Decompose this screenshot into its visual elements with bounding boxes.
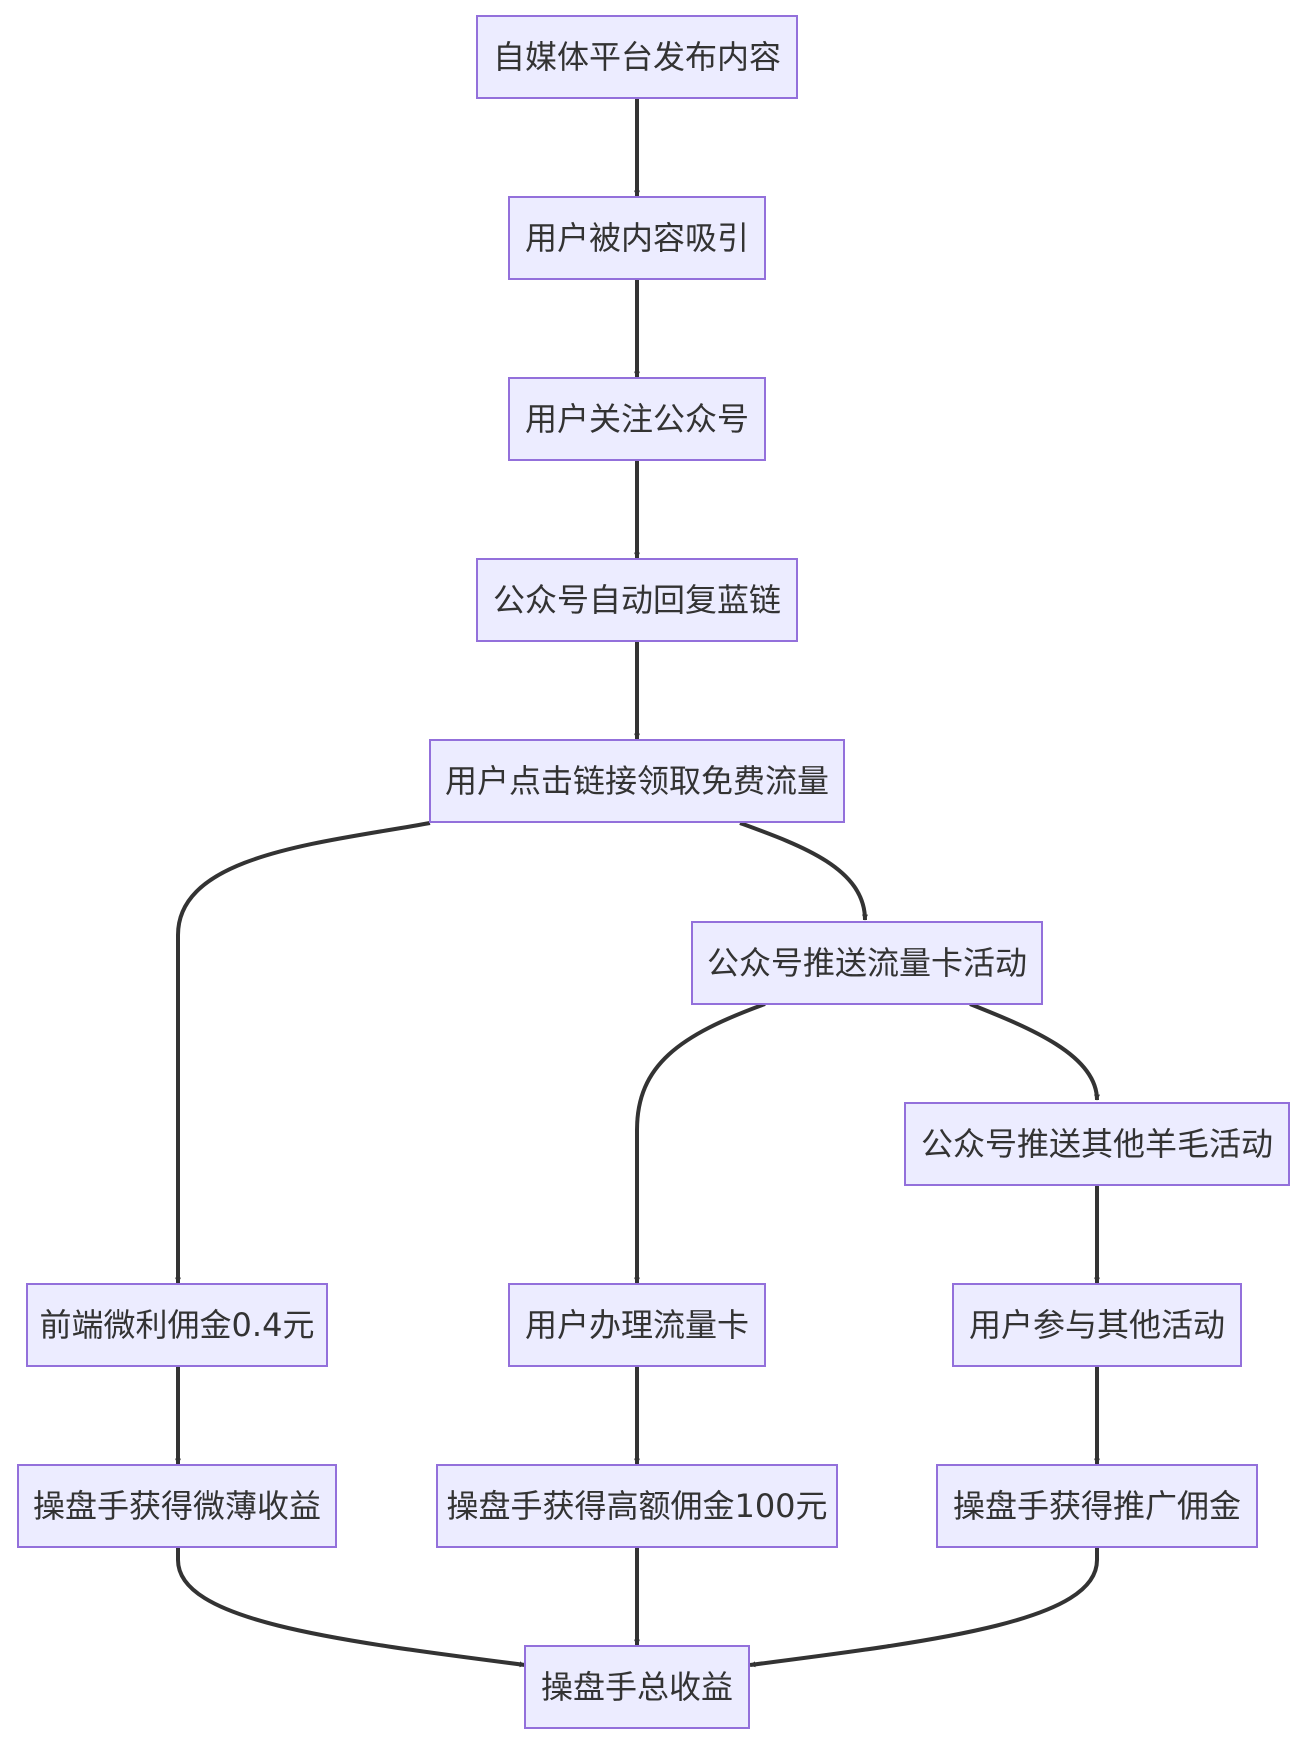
node-apply-card[interactable]: 用户办理流量卡 bbox=[508, 1283, 766, 1367]
node-label: 公众号推送流量卡活动 bbox=[707, 944, 1027, 982]
node-label: 操盘手获得微薄收益 bbox=[33, 1487, 321, 1525]
node-layer: 自媒体平台发布内容 用户被内容吸引 用户关注公众号 公众号自动回复蓝链 用户点击… bbox=[17, 15, 1290, 1729]
node-label: 公众号自动回复蓝链 bbox=[493, 581, 781, 619]
edge-n13-n14 bbox=[749, 1548, 1099, 1668]
node-user-follow[interactable]: 用户关注公众号 bbox=[508, 377, 766, 461]
node-promo-commission[interactable]: 操盘手获得推广佣金 bbox=[936, 1464, 1258, 1548]
node-high-commission[interactable]: 操盘手获得高额佣金100元 bbox=[436, 1464, 838, 1548]
node-label: 操盘手获得推广佣金 bbox=[953, 1487, 1241, 1525]
node-user-attracted[interactable]: 用户被内容吸引 bbox=[508, 196, 766, 280]
node-push-other[interactable]: 公众号推送其他羊毛活动 bbox=[904, 1102, 1290, 1186]
node-label: 用户参与其他活动 bbox=[969, 1306, 1225, 1344]
node-label: 用户点击链接领取免费流量 bbox=[445, 762, 829, 800]
edge-n5-n8 bbox=[175, 821, 431, 1284]
node-publish-content[interactable]: 自媒体平台发布内容 bbox=[476, 15, 798, 99]
node-push-data-card[interactable]: 公众号推送流量卡活动 bbox=[691, 921, 1043, 1005]
edge-n5-n6 bbox=[739, 821, 868, 921]
node-label: 用户被内容吸引 bbox=[525, 219, 749, 257]
edge-n6-n7 bbox=[969, 1002, 1100, 1101]
node-small-commission[interactable]: 前端微利佣金0.4元 bbox=[26, 1283, 328, 1367]
node-click-link[interactable]: 用户点击链接领取免费流量 bbox=[429, 739, 845, 823]
edge-n11-n14 bbox=[176, 1548, 526, 1668]
node-total-income[interactable]: 操盘手总收益 bbox=[524, 1645, 750, 1729]
node-label: 自媒体平台发布内容 bbox=[493, 38, 781, 76]
node-meager-income[interactable]: 操盘手获得微薄收益 bbox=[17, 1464, 337, 1548]
edge-layer bbox=[175, 99, 1100, 1668]
node-auto-reply[interactable]: 公众号自动回复蓝链 bbox=[476, 558, 798, 642]
node-label: 用户关注公众号 bbox=[525, 400, 749, 438]
node-label: 前端微利佣金0.4元 bbox=[40, 1306, 315, 1344]
node-label: 公众号推送其他羊毛活动 bbox=[921, 1125, 1273, 1163]
edge-n6-n9 bbox=[634, 1002, 766, 1284]
node-label: 用户办理流量卡 bbox=[525, 1306, 749, 1344]
node-label: 操盘手获得高额佣金100元 bbox=[446, 1487, 827, 1525]
node-label: 操盘手总收益 bbox=[541, 1668, 733, 1706]
node-other-activities[interactable]: 用户参与其他活动 bbox=[952, 1283, 1242, 1367]
